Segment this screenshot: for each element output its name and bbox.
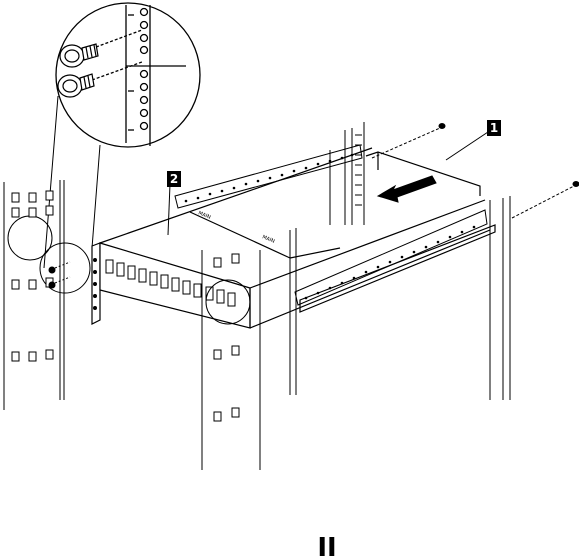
pdu-front-panel (92, 243, 250, 328)
callout-1-label: 1 (490, 121, 498, 135)
perforated-rail-left (175, 145, 362, 208)
left-rack-holes (12, 191, 53, 361)
arrow-icon (378, 176, 436, 202)
main-label-b: MAIN (261, 234, 275, 245)
screw-icon (512, 182, 579, 219)
callout-1: 1 (446, 120, 501, 160)
rear-bracket (366, 152, 480, 196)
right-rack-post (330, 122, 510, 400)
screw-icon (372, 124, 445, 159)
figure-mark: II (317, 533, 336, 559)
callout-2: 2 (167, 171, 181, 235)
right-rear-post-ticks (355, 135, 362, 205)
magnified-detail (56, 3, 200, 147)
callout-2-label: 2 (170, 172, 178, 186)
